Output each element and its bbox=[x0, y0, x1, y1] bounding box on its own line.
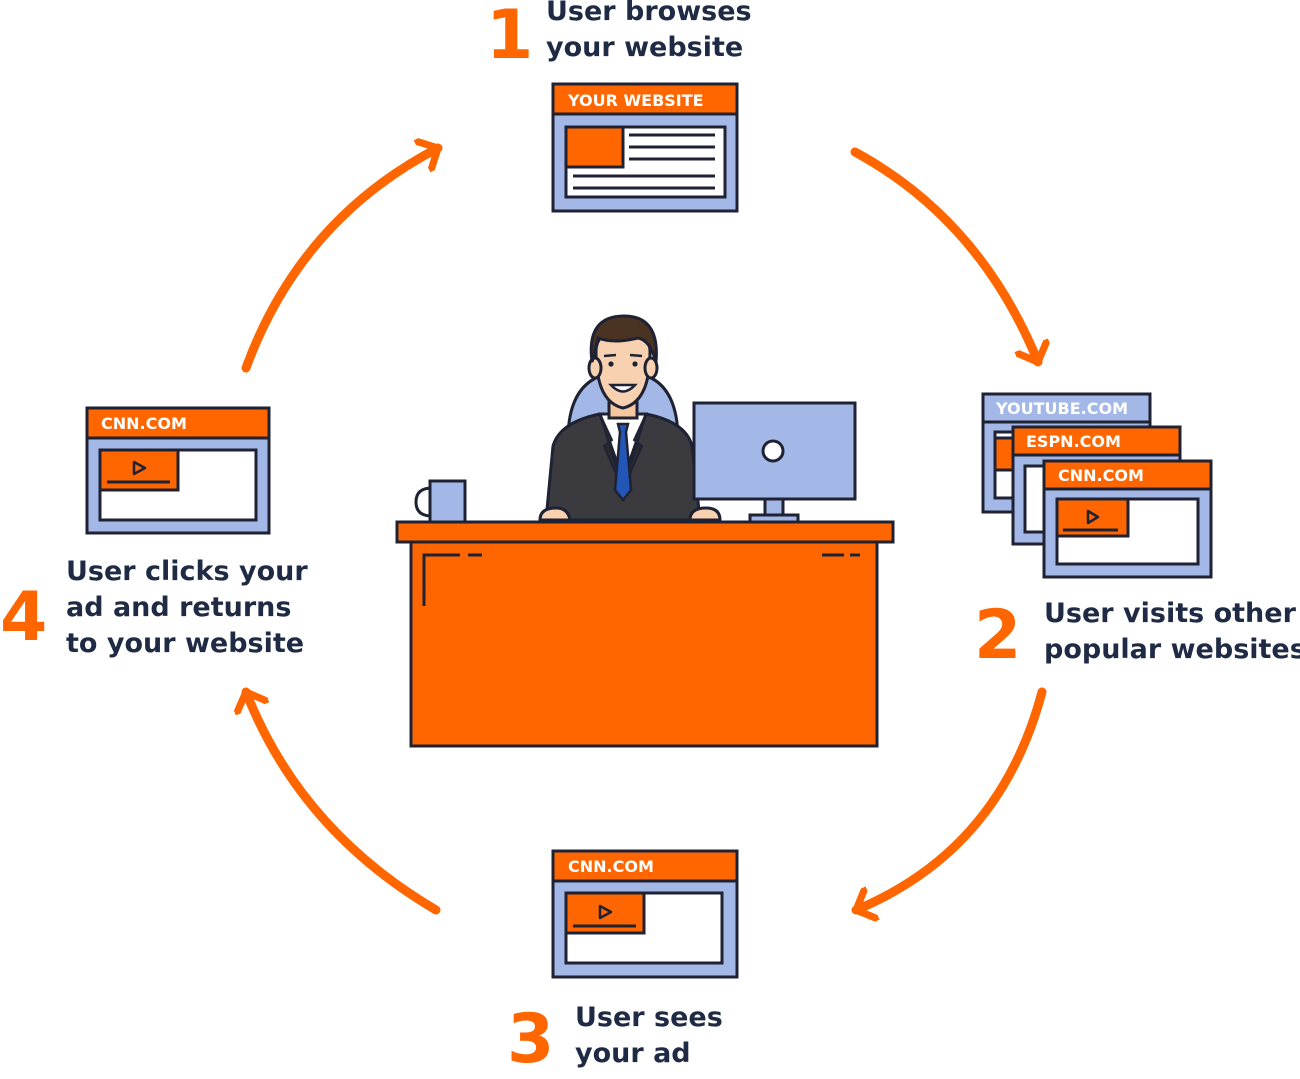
cnn-window-left: CNN.COM bbox=[85, 406, 271, 535]
caption-line: ad and returns bbox=[66, 592, 292, 623]
window-title: CNN.COM bbox=[101, 414, 187, 433]
caption-line: your website bbox=[546, 32, 744, 63]
cycle-arrow-icon bbox=[850, 147, 1038, 367]
step-1-number: 1 bbox=[486, 0, 534, 75]
desk bbox=[395, 520, 895, 748]
caption-line: popular websites bbox=[1044, 634, 1300, 665]
cycle-arrow-icon bbox=[851, 687, 1047, 910]
window-title: YOUTUBE.COM bbox=[995, 399, 1128, 418]
window-title: YOUR WEBSITE bbox=[567, 91, 704, 110]
play-icon bbox=[1086, 509, 1100, 525]
step-4-caption: User clicks your ad and returns to your … bbox=[66, 554, 308, 662]
step-1-caption: User browses your website bbox=[546, 0, 752, 66]
cnn-window-bottom: CNN.COM bbox=[551, 849, 739, 979]
play-icon bbox=[132, 460, 147, 476]
cycle-arrow-icon bbox=[241, 148, 443, 373]
cnn-window-right: CNN.COM bbox=[1042, 459, 1213, 579]
window-title: CNN.COM bbox=[1058, 466, 1144, 485]
step-3-number: 3 bbox=[507, 1000, 555, 1079]
window-title: ESPN.COM bbox=[1026, 432, 1121, 451]
cycle-arrow-icon bbox=[246, 687, 441, 915]
monitor-icon bbox=[692, 401, 857, 524]
coffee-mug-icon bbox=[414, 479, 467, 524]
play-icon bbox=[598, 904, 613, 920]
window-title: CNN.COM bbox=[568, 857, 654, 876]
caption-line: User browses bbox=[546, 0, 752, 27]
caption-line: User sees bbox=[575, 1002, 723, 1033]
step-2-caption: User visits other popular websites bbox=[1044, 596, 1300, 668]
caption-line: to your website bbox=[66, 628, 305, 659]
caption-line: User visits other bbox=[1044, 598, 1296, 629]
step-4-number: 4 bbox=[0, 578, 48, 657]
businessman-figure bbox=[538, 314, 722, 522]
caption-line: your ad bbox=[575, 1038, 691, 1069]
step-3-caption: User sees your ad bbox=[575, 1000, 723, 1072]
step-2-number: 2 bbox=[974, 596, 1022, 675]
caption-line: User clicks your bbox=[66, 556, 308, 587]
your-website-window: YOUR WEBSITE bbox=[551, 82, 739, 213]
